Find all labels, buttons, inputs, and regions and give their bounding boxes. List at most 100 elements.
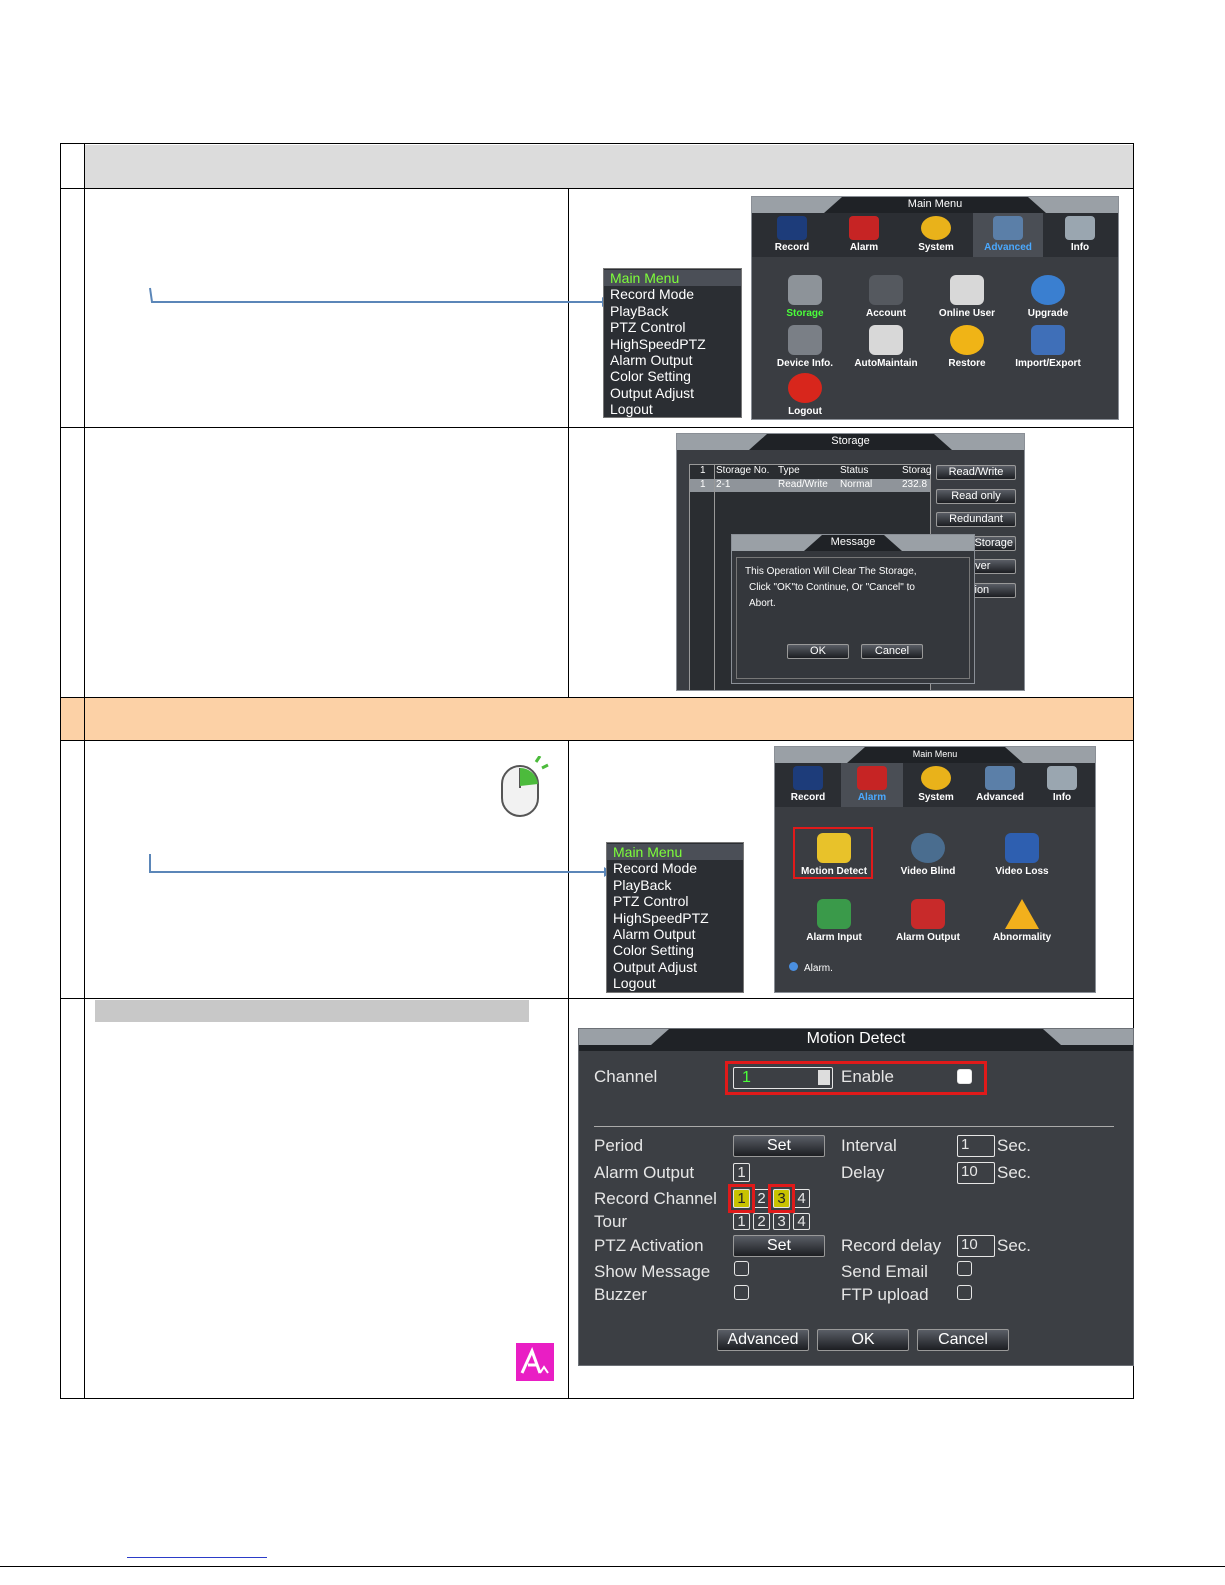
menu-item-online-user[interactable]: Online User	[922, 275, 1012, 319]
tab-info[interactable]: Info	[1045, 213, 1115, 257]
table-border-bottom	[60, 1398, 1134, 1399]
advanced-button[interactable]: Advanced	[717, 1329, 809, 1351]
menu-item-upgrade[interactable]: Upgrade	[1003, 275, 1093, 319]
menu-item-abnormality[interactable]: Abnormality	[977, 899, 1067, 943]
tab-advanced[interactable]: Advanced	[973, 213, 1043, 257]
read-write-button[interactable]: Read/Write	[936, 465, 1016, 480]
tour-channel-2[interactable]: 2	[753, 1213, 770, 1230]
tab-info[interactable]: Info	[1031, 763, 1093, 807]
mouse-icon	[501, 756, 549, 817]
message-line: Abort.	[749, 598, 776, 609]
redundant-button[interactable]: Redundant	[936, 512, 1016, 527]
device-icon	[788, 325, 822, 355]
ftp-upload-checkbox[interactable]	[957, 1285, 972, 1300]
chevron-down-icon	[818, 1070, 830, 1085]
divider	[594, 1126, 1114, 1127]
popup-item[interactable]: PTZ Control	[610, 319, 686, 336]
dvr-title: Main Menu	[752, 197, 1118, 213]
gear-icon	[921, 216, 951, 240]
menu-item-logout[interactable]: Logout	[760, 373, 850, 417]
menu-item-account[interactable]: Account	[841, 275, 931, 319]
tour-channel-4[interactable]: 4	[793, 1213, 810, 1230]
dvr-tabs: Record Alarm System Advanced Info	[775, 763, 1095, 807]
menu-item-storage[interactable]: Storage	[760, 275, 850, 319]
popup-item[interactable]: PTZ Control	[613, 893, 689, 910]
menu-item-alarm-output[interactable]: Alarm Output	[883, 899, 973, 943]
tab-record[interactable]: Record	[777, 763, 839, 807]
record-channel-label: Record Channel	[594, 1189, 717, 1208]
popup-item[interactable]: HighSpeedPTZ	[610, 335, 706, 352]
tour-channel-3[interactable]: 3	[773, 1213, 790, 1230]
popup-item[interactable]: HighSpeedPTZ	[613, 909, 709, 926]
period-set-button[interactable]: Set	[733, 1135, 825, 1157]
menu-item-alarm-input[interactable]: Alarm Input	[789, 899, 879, 943]
menu-item-restore[interactable]: Restore	[922, 325, 1012, 369]
tab-advanced[interactable]: Advanced	[969, 763, 1031, 807]
video-loss-icon	[1005, 833, 1039, 863]
alarm-output-label: Alarm Output	[594, 1163, 695, 1182]
read-only-button[interactable]: Read only	[936, 489, 1016, 504]
popup-item[interactable]: Logout	[613, 975, 656, 992]
enable-checkbox[interactable]	[957, 1069, 972, 1084]
menu-item-automaintain[interactable]: AutoMaintain	[841, 325, 931, 369]
menu-item-video-loss[interactable]: Video Loss	[977, 833, 1067, 877]
send-email-checkbox[interactable]	[957, 1261, 972, 1276]
popup-item[interactable]: Record Mode	[613, 860, 698, 877]
popup-item[interactable]: Output Adjust	[613, 958, 698, 975]
popup-item[interactable]: Alarm Output	[613, 925, 696, 942]
header-band-orange-num	[61, 698, 84, 740]
interval-input[interactable]: 1	[957, 1135, 995, 1157]
alarm-output-box[interactable]: 1	[733, 1163, 750, 1182]
menu-item-import-export[interactable]: Import/Export	[1003, 325, 1093, 369]
popup-item[interactable]: Record Mode	[610, 286, 695, 303]
ptz-set-button[interactable]: Set	[733, 1235, 825, 1257]
popup-item[interactable]: Color Setting	[610, 368, 691, 385]
tour-channel-1[interactable]: 1	[733, 1213, 750, 1230]
arrow-connector-2	[149, 854, 612, 877]
popup-item[interactable]: Alarm Output	[610, 351, 693, 368]
tab-system[interactable]: System	[901, 213, 971, 257]
message-ok-button[interactable]: OK	[787, 644, 849, 659]
info-icon	[1047, 766, 1077, 790]
motion-detect-title: Motion Detect	[579, 1029, 1133, 1051]
alarm-output-icon	[911, 899, 945, 929]
tab-system[interactable]: System	[905, 763, 967, 807]
record-channel-3[interactable]: 3	[773, 1189, 790, 1208]
header-band-orange	[85, 698, 1133, 740]
channel-select[interactable]: 1	[733, 1067, 833, 1089]
period-label: Period	[594, 1136, 644, 1155]
tab-alarm[interactable]: Alarm	[841, 763, 903, 807]
popup-item[interactable]: Color Setting	[613, 942, 694, 959]
main-menu-popup-2: Main Menu Record Mode PlayBack PTZ Contr…	[606, 842, 744, 993]
alarm-input-icon	[817, 899, 851, 929]
popup-item[interactable]: Main Menu	[604, 270, 741, 287]
ok-button[interactable]: OK	[817, 1329, 909, 1351]
record-channel-1[interactable]: 1	[733, 1189, 750, 1208]
cancel-button[interactable]: Cancel	[917, 1329, 1009, 1351]
menu-item-video-blind[interactable]: Video Blind	[883, 833, 973, 877]
popup-item[interactable]: PlayBack	[610, 302, 669, 319]
menu-item-motion-detect[interactable]: Motion Detect	[789, 833, 879, 877]
tab-record[interactable]: Record	[757, 213, 827, 257]
buzzer-checkbox[interactable]	[734, 1285, 749, 1300]
message-title: Message	[732, 535, 974, 551]
popup-item[interactable]: Logout	[610, 401, 653, 418]
footer-link-underline[interactable]	[127, 1557, 267, 1558]
menu-item-device-info[interactable]: Device Info.	[760, 325, 850, 369]
record-icon	[777, 216, 807, 240]
message-line: This Operation Will Clear The Storage,	[745, 566, 917, 577]
dvr-storage-panel: Storage 1 Storage No. Type Status Storag…	[676, 433, 1025, 691]
popup-item[interactable]: Output Adjust	[610, 384, 695, 401]
delay-unit: Sec.	[997, 1163, 1032, 1182]
popup-item[interactable]: PlayBack	[613, 876, 672, 893]
show-message-checkbox[interactable]	[734, 1261, 749, 1276]
popup-item[interactable]: Main Menu	[607, 844, 743, 861]
table-row[interactable]: 1 2-1 Read/Write Normal 232.8	[690, 479, 930, 492]
tab-alarm[interactable]: Alarm	[829, 213, 899, 257]
message-body: This Operation Will Clear The Storage, C…	[736, 557, 970, 679]
record-delay-input[interactable]: 10	[957, 1235, 995, 1257]
delay-input[interactable]: 10	[957, 1162, 995, 1184]
table-col-mid-a	[568, 188, 569, 698]
message-cancel-button[interactable]: Cancel	[861, 644, 923, 659]
record-channel-4[interactable]: 4	[793, 1189, 810, 1208]
